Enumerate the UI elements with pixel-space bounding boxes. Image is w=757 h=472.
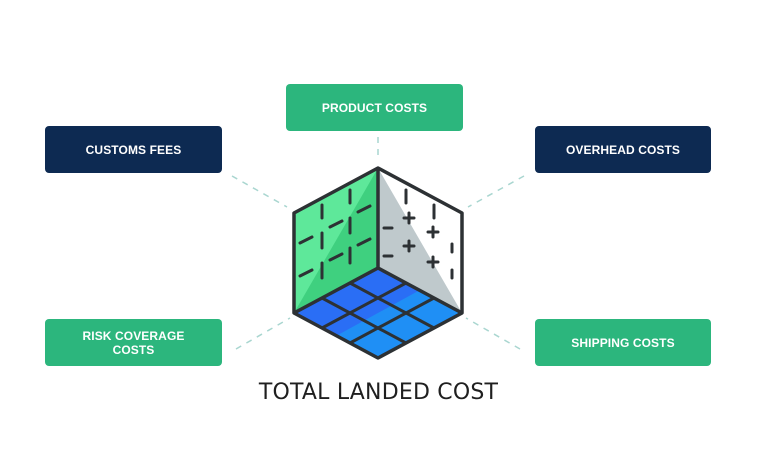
overhead-costs-node: OVERHEAD COSTS bbox=[535, 126, 711, 173]
product-costs-node: PRODUCT COSTS bbox=[286, 84, 463, 131]
cube-left-face bbox=[294, 168, 378, 313]
connector-customs bbox=[231, 175, 288, 208]
shipping-costs-node: SHIPPING COSTS bbox=[535, 319, 711, 366]
customs-fees-node: CUSTOMS FEES bbox=[45, 126, 222, 173]
overhead-costs-label: OVERHEAD COSTS bbox=[565, 142, 681, 157]
risk-coverage-costs-node: RISK COVERAGE COSTS bbox=[45, 319, 222, 366]
risk-coverage-costs-label: RISK COVERAGE COSTS bbox=[82, 328, 185, 357]
connector-overhead bbox=[467, 175, 525, 208]
product-costs-label: PRODUCT COSTS bbox=[321, 100, 428, 115]
diagram-caption: TOTAL LANDED COST bbox=[258, 380, 499, 405]
connector-shipping bbox=[465, 317, 521, 350]
cube-right-face bbox=[378, 168, 462, 313]
connector-risk bbox=[235, 317, 291, 350]
shipping-costs-label: SHIPPING COSTS bbox=[571, 335, 675, 350]
customs-fees-label: CUSTOMS FEES bbox=[85, 142, 182, 157]
